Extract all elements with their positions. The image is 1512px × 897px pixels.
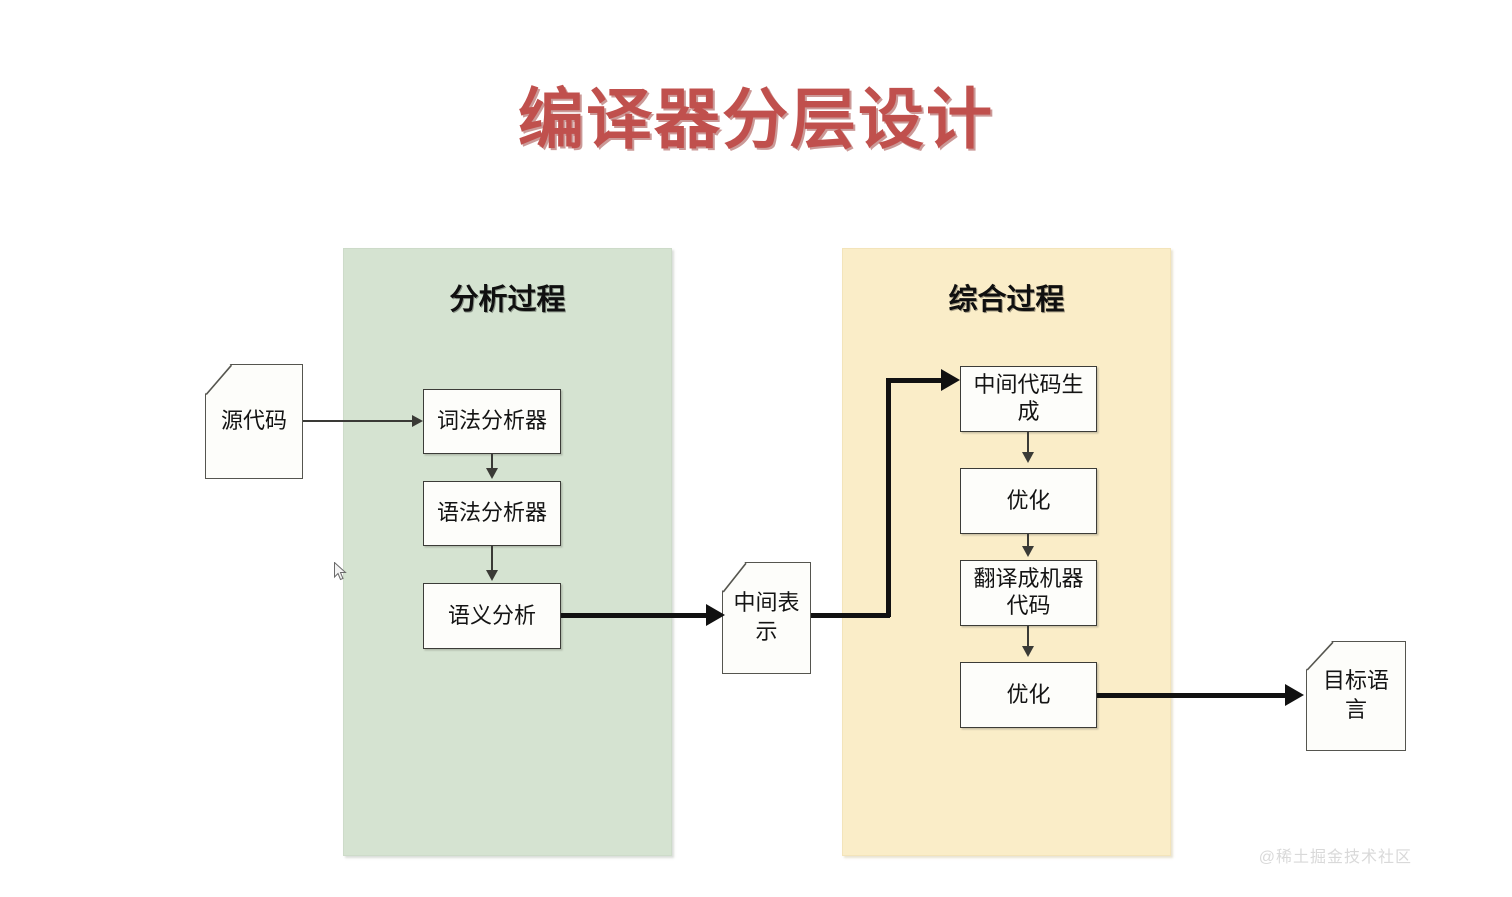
arrow-head-machinecode-to-optimization-2-icon	[1022, 646, 1034, 657]
arrow-head-lexer-to-parser-icon	[486, 468, 498, 479]
process-box-optimization-2: 优化	[960, 662, 1097, 728]
process-box-optimization-1-label: 优化	[1006, 487, 1051, 513]
arrow-head-parser-to-semantic-icon	[486, 570, 498, 581]
process-box-lexical-analyzer-label: 词法分析器	[436, 408, 547, 434]
panel-analysis-title: 分析过程	[449, 284, 566, 316]
arrow-head-semantic-to-intermediate-icon	[706, 604, 725, 626]
page-title: 编译器分层设计	[518, 82, 994, 156]
process-box-semantic-analysis-label: 语义分析	[447, 602, 536, 628]
mouse-pointer-icon	[334, 562, 347, 581]
connector-machinecode-to-optimization-2	[1027, 626, 1030, 649]
process-box-translate-to-machine-code: 翻译成机器代码	[960, 560, 1097, 626]
document-target-language-label: 目标语言	[1322, 668, 1389, 722]
document-intermediate-representation: 中间表示	[722, 562, 811, 674]
document-source-code: 源代码	[205, 364, 303, 479]
process-box-intermediate-code-generation: 中间代码生成	[960, 366, 1097, 432]
connector-intermediate-to-codegen-segment-1	[811, 613, 890, 618]
connector-optimization-1-to-machinecode	[1027, 534, 1030, 548]
panel-analysis-process: 分析过程	[343, 248, 672, 856]
connector-source-to-lexer	[303, 420, 415, 423]
process-box-semantic-analysis: 语义分析	[423, 583, 561, 649]
connector-semantic-to-intermediate	[561, 613, 716, 618]
panel-synthesis-process: 综合过程	[842, 248, 1171, 856]
process-box-optimization-1: 优化	[960, 468, 1097, 534]
connector-intermediate-to-codegen-segment-3	[886, 378, 948, 383]
arrow-head-source-to-lexer-icon	[412, 415, 423, 427]
panel-synthesis-title: 综合过程	[948, 284, 1065, 316]
arrow-head-optimization-1-to-machinecode-icon	[1022, 546, 1034, 557]
process-box-optimization-2-label: 优化	[1006, 681, 1051, 707]
process-box-lexical-analyzer: 词法分析器	[423, 389, 561, 454]
document-source-code-label: 源代码	[220, 408, 287, 434]
arrow-head-codegen-to-optimization-1-icon	[1022, 452, 1034, 463]
process-box-syntax-analyzer: 语法分析器	[423, 481, 561, 546]
document-target-language: 目标语言	[1306, 641, 1406, 751]
connector-codegen-to-optimization-1	[1027, 432, 1030, 455]
process-box-translate-to-machine-code-label: 翻译成机器代码	[973, 566, 1084, 618]
connector-parser-to-semantic	[491, 546, 494, 573]
arrow-head-optimization-2-to-target-icon	[1285, 684, 1304, 706]
process-box-syntax-analyzer-label: 语法分析器	[436, 500, 547, 526]
process-box-intermediate-code-generation-label: 中间代码生成	[973, 372, 1084, 424]
connector-lexer-to-parser	[491, 454, 494, 471]
connector-intermediate-to-codegen-segment-2	[886, 378, 891, 617]
arrow-head-intermediate-to-codegen-icon	[941, 369, 960, 391]
document-intermediate-representation-label: 中间表示	[733, 590, 800, 644]
connector-optimization-2-to-target	[1097, 693, 1294, 698]
watermark: @稀土掘金技术社区	[1258, 849, 1412, 866]
